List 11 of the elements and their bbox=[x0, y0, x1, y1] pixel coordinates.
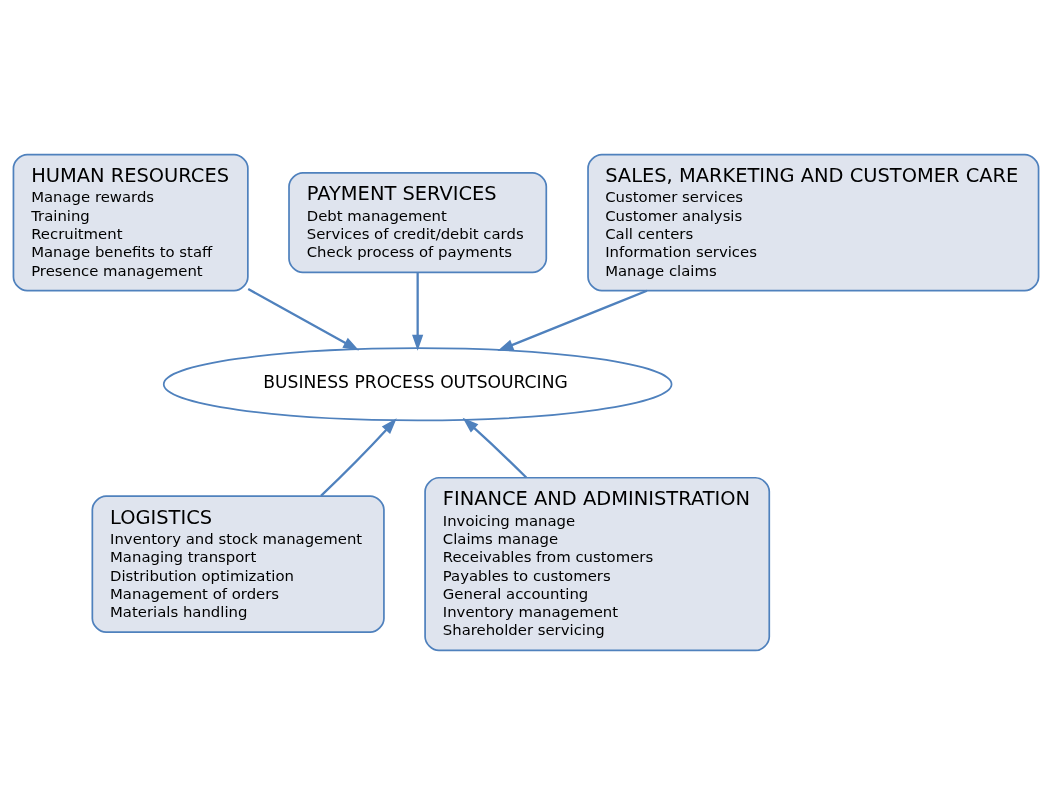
node-box: PAYMENT SERVICES Debt management Services of credit/debit cards Check process of payments bbox=[288, 171, 548, 273]
arrow bbox=[462, 417, 528, 478]
arrow bbox=[497, 289, 648, 351]
node-box: HUMAN RESOURCES Manage rewards Training Recruitment Manage benefits to staff Presence management bbox=[12, 153, 249, 291]
node-box: FINANCE AND ADMINISTRATION Invoicing manage Claims manage Receivables from customers Payables to customers General accounting Inventory management Shareholder servicing bbox=[424, 476, 771, 651]
node-ellipse: BUSINESS PROCESS OUTSOURCING bbox=[162, 346, 673, 421]
arrow bbox=[320, 417, 397, 497]
arrow bbox=[412, 271, 424, 351]
node-box: SALES, MARKETING AND CUSTOMER CARE Customer services Customer analysis Call centers Information services Manage claims bbox=[587, 153, 1040, 291]
node-box: LOGISTICS Inventory and stock management Managing transport Distribution optimization Management of orders Materials handling bbox=[91, 494, 385, 633]
arrow bbox=[247, 287, 360, 351]
